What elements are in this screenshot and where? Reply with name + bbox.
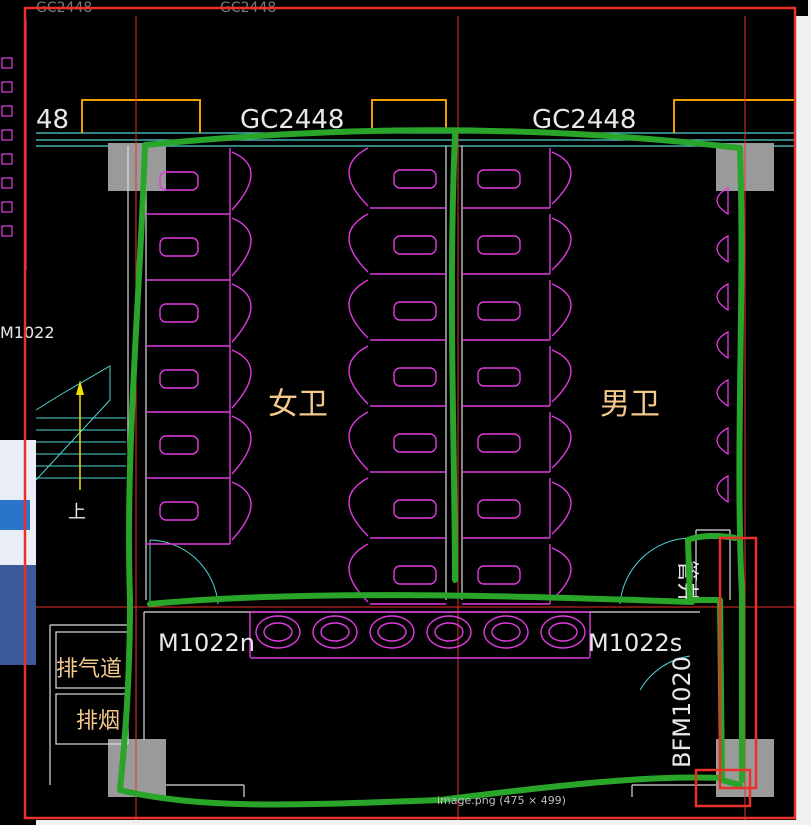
image-caption: image.png (475 × 499)	[437, 794, 566, 807]
sink-bowl	[548, 622, 578, 642]
left-edge-strip	[0, 0, 36, 825]
stair-label-up: 上	[68, 502, 86, 523]
urinal	[716, 282, 729, 312]
door-label-right: M1022s	[588, 629, 682, 657]
toilet-fixture	[477, 565, 521, 585]
toilet-fixture	[477, 169, 521, 189]
toilet-fixture	[393, 433, 437, 453]
green-markup	[117, 127, 745, 808]
window-label-left: 48	[36, 105, 69, 135]
toilet-fixture	[159, 303, 199, 323]
toilet-fixture	[393, 499, 437, 519]
sink-bowl	[434, 622, 464, 642]
stall-door	[549, 148, 572, 208]
door-label-left: M1022n	[158, 629, 255, 657]
toilet-fixture	[393, 169, 437, 189]
stall-door	[549, 478, 572, 538]
toilet-stalls	[146, 147, 572, 605]
stall-door	[549, 280, 572, 340]
sink-bowl	[377, 622, 407, 642]
window-frames	[81, 99, 796, 133]
toilet-fixture	[477, 301, 521, 321]
urinal	[716, 474, 729, 504]
stall-door	[549, 214, 572, 274]
sink-bowl	[491, 622, 521, 642]
room-label-men: 男卫	[600, 387, 660, 422]
toilet-fixture	[159, 237, 199, 257]
sink-basin	[255, 615, 301, 649]
room-label-women: 女卫	[268, 387, 328, 422]
stall-door	[549, 412, 572, 472]
toilet-fixture	[159, 369, 199, 389]
stall-door	[229, 280, 252, 346]
stall-door	[229, 346, 252, 412]
sink-bowl	[320, 622, 350, 642]
urinal	[716, 186, 729, 216]
red-markup	[23, 6, 797, 820]
toilet-fixture	[393, 367, 437, 387]
toilet-fixture	[393, 235, 437, 255]
stall-door	[229, 214, 252, 280]
urinal	[716, 378, 729, 408]
sink-basin	[369, 615, 415, 649]
stall-door	[348, 345, 369, 405]
stall-door	[348, 477, 369, 537]
stall-door	[229, 148, 252, 214]
stall-door	[229, 412, 252, 478]
urinal	[716, 426, 729, 456]
staircase	[35, 365, 691, 691]
toilet-fixture	[393, 301, 437, 321]
toilet-fixture	[477, 235, 521, 255]
stall-door	[348, 147, 369, 207]
door-label-rotated: BFM1020	[668, 656, 696, 768]
stall-door	[549, 544, 572, 604]
stair-arrow-head	[76, 380, 84, 395]
urinal	[716, 330, 729, 360]
urinal-row	[716, 186, 729, 504]
toilet-fixture	[477, 433, 521, 453]
stall-door	[348, 213, 369, 273]
sink-bowl	[263, 622, 293, 642]
toilet-fixture	[477, 367, 521, 387]
sink-counter	[249, 611, 591, 659]
left-edge-label: M1022	[0, 323, 55, 342]
urinal	[716, 234, 729, 264]
stall-door	[348, 411, 369, 471]
sink-basin	[426, 615, 472, 649]
sink-basin	[483, 615, 529, 649]
toilet-fixture	[159, 501, 199, 521]
left-edge-image	[0, 565, 36, 665]
stall-door	[229, 478, 252, 544]
stall-door	[348, 279, 369, 339]
toilet-fixture	[393, 565, 437, 585]
toilet-fixture	[159, 171, 199, 191]
toilet-fixture	[159, 435, 199, 455]
stall-door	[549, 346, 572, 406]
sink-basin	[312, 615, 358, 649]
toilet-fixture	[477, 499, 521, 519]
sink-basin	[540, 615, 586, 649]
room-label-smoke: 排烟	[76, 709, 120, 734]
room-label-exhaust: 排气道	[56, 657, 122, 682]
